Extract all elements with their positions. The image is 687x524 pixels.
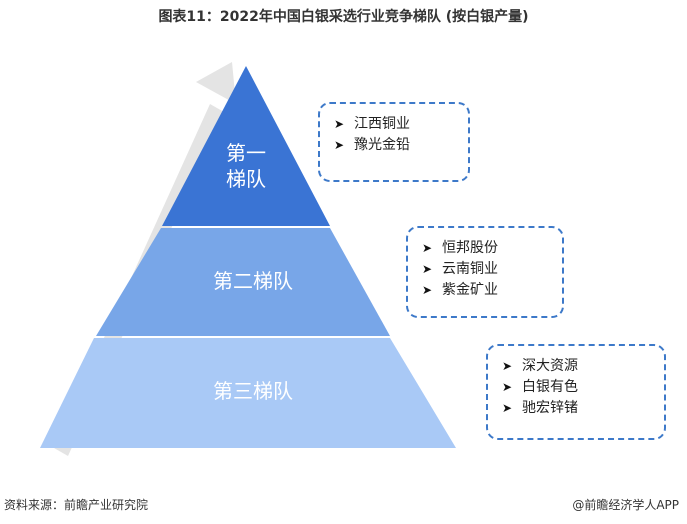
arrow-bullet-icon: ➤ [502, 380, 513, 394]
tier-1-company-list: ➤ 江西铜业 ➤ 豫光金铅 [334, 114, 458, 156]
arrow-bullet-icon: ➤ [422, 262, 433, 276]
list-item: ➤ 云南铜业 [422, 259, 552, 280]
list-item: ➤ 白银有色 [502, 377, 654, 398]
arrow-bullet-icon: ➤ [422, 241, 433, 255]
list-item: ➤ 紫金矿业 [422, 280, 552, 301]
tier-1-label: 第一 梯队 [208, 140, 284, 192]
company-name: 驰宏锌锗 [522, 400, 578, 416]
company-name: 白银有色 [522, 379, 578, 395]
tier-2-company-list: ➤ 恒邦股份 ➤ 云南铜业 ➤ 紫金矿业 [422, 238, 552, 301]
tier-1-label-line1: 第一 [226, 141, 266, 165]
arrow-bullet-icon: ➤ [502, 359, 513, 373]
tier-1-shape [162, 66, 330, 226]
company-name: 云南铜业 [442, 261, 498, 277]
tier-3-label: 第三梯队 [213, 379, 293, 403]
company-name: 豫光金铅 [354, 137, 410, 153]
list-item: ➤ 深大资源 [502, 356, 654, 377]
tier-2-shape [96, 228, 390, 336]
tier-2-company-box: ➤ 恒邦股份 ➤ 云南铜业 ➤ 紫金矿业 [406, 226, 564, 318]
growth-arrow-head [196, 62, 236, 104]
source-note: 资料来源：前瞻产业研究院 [4, 498, 149, 512]
company-name: 恒邦股份 [442, 240, 498, 256]
tier-1-label-line2: 梯队 [226, 167, 266, 191]
page-title: 图表11：2022年中国白银采选行业竞争梯队 (按白银产量) [158, 9, 529, 25]
arrow-bullet-icon: ➤ [334, 117, 345, 131]
list-item: ➤ 驰宏锌锗 [502, 398, 654, 419]
arrow-bullet-icon: ➤ [502, 401, 513, 415]
company-name: 紫金矿业 [442, 282, 498, 298]
tier-3-shape [40, 338, 456, 448]
list-item: ➤ 江西铜业 [334, 114, 458, 135]
company-name: 江西铜业 [354, 116, 410, 132]
company-name: 深大资源 [522, 358, 578, 374]
tier-3-company-box: ➤ 深大资源 ➤ 白银有色 ➤ 驰宏锌锗 [486, 344, 666, 440]
tier-3-company-list: ➤ 深大资源 ➤ 白银有色 ➤ 驰宏锌锗 [502, 356, 654, 419]
list-item: ➤ 豫光金铅 [334, 135, 458, 156]
list-item: ➤ 恒邦股份 [422, 238, 552, 259]
arrow-bullet-icon: ➤ [422, 283, 433, 297]
arrow-bullet-icon: ➤ [334, 138, 345, 152]
tier-1-company-box: ➤ 江西铜业 ➤ 豫光金铅 [318, 102, 470, 182]
tier-2-label: 第二梯队 [213, 269, 293, 293]
brand-credit: @前瞻经济学人APP [572, 498, 679, 512]
